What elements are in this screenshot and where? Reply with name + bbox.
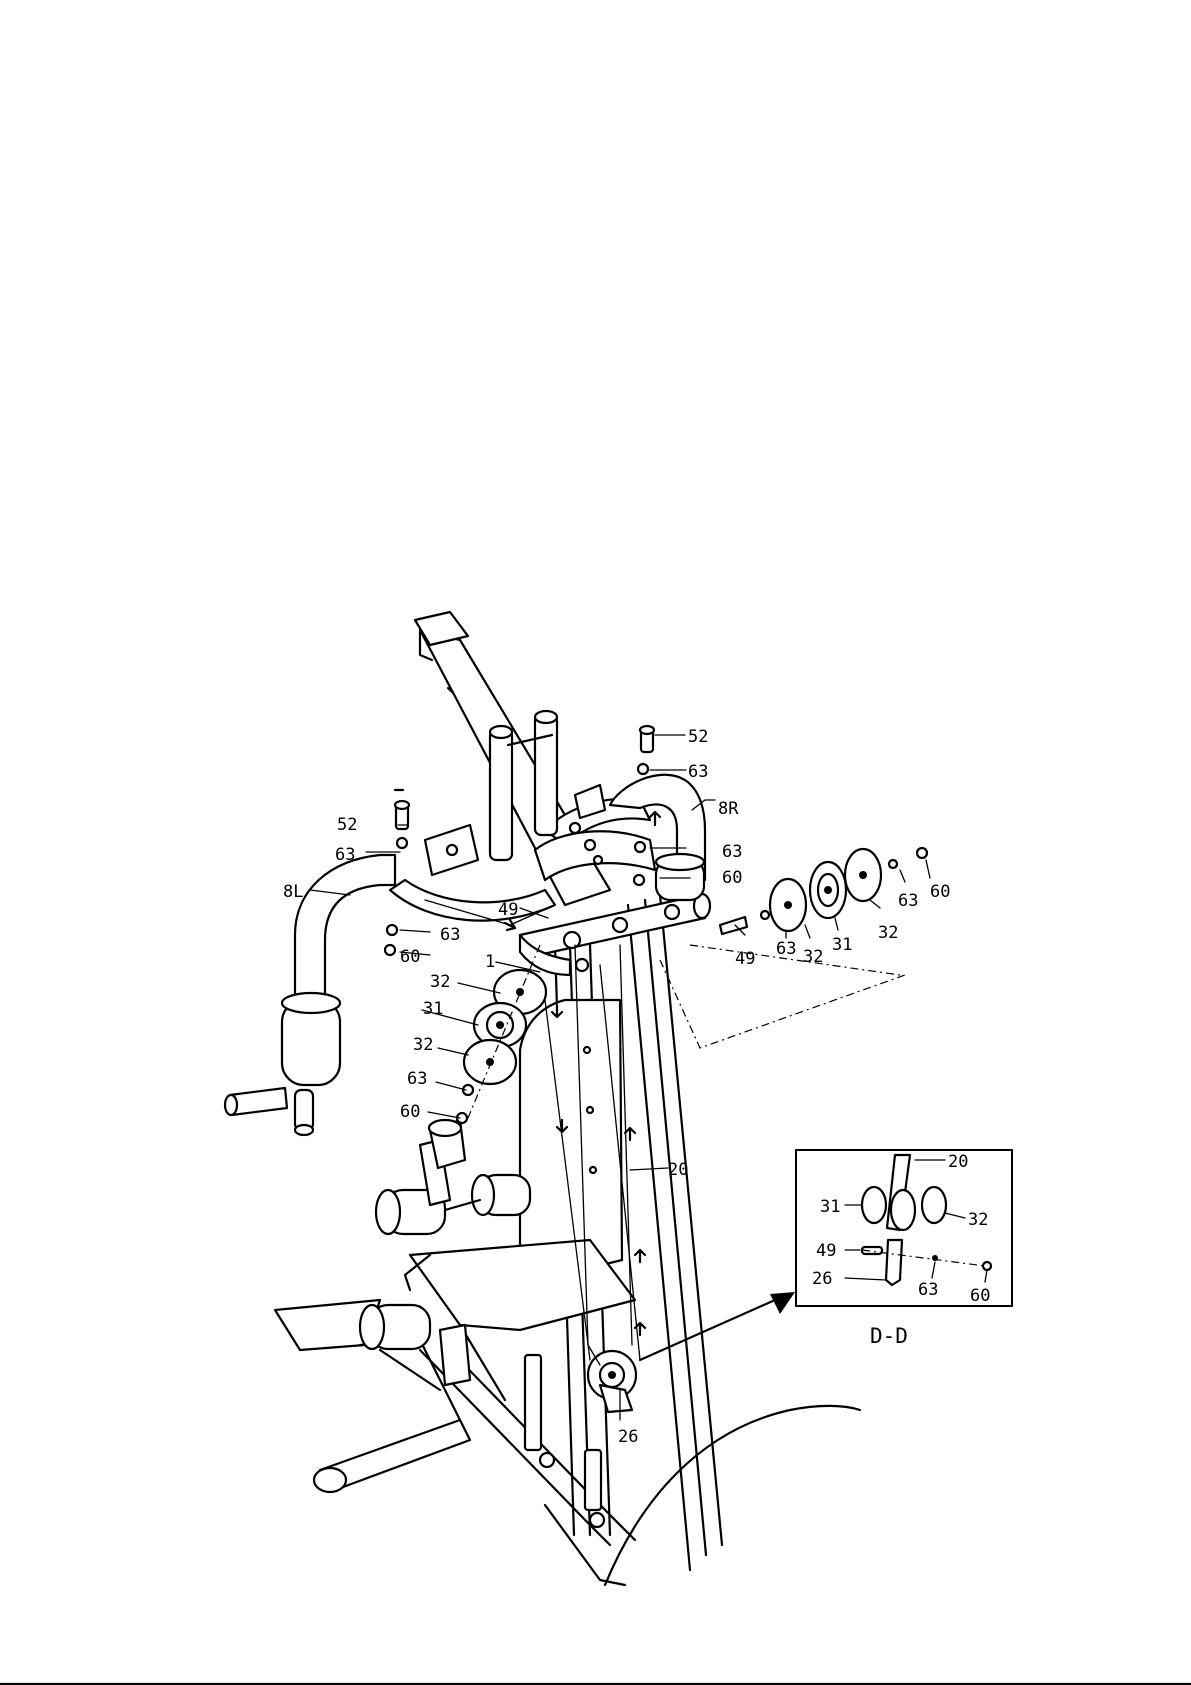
- label-63-left-bottom: 63: [407, 1069, 427, 1089]
- label-32-left-top: 32: [430, 972, 450, 992]
- label-20: 20: [668, 1160, 688, 1180]
- label-26: 26: [618, 1427, 638, 1447]
- label-63-right-top: 63: [688, 762, 708, 782]
- label-63-exp: 63: [776, 939, 796, 959]
- label-63-left-mid: 63: [440, 925, 460, 945]
- detail-label-20: 20: [948, 1152, 968, 1172]
- floor-outline: [605, 1406, 860, 1585]
- detail-label-49: 49: [816, 1241, 836, 1261]
- detail-label-26: 26: [812, 1269, 832, 1289]
- label-60-right: 60: [722, 868, 742, 888]
- label-52-right: 52: [688, 727, 708, 747]
- label-49-left: 49: [498, 900, 518, 920]
- label-49-right: 49: [735, 949, 755, 969]
- detail-view-dd: 20 31 32 49 26 63 60 D-D: [640, 1150, 1012, 1360]
- label-52-left: 52: [337, 815, 357, 835]
- detail-title: D-D: [870, 1324, 908, 1348]
- detail-label-31: 31: [820, 1197, 840, 1217]
- detail-label-63: 63: [918, 1280, 938, 1300]
- label-63-left-top: 63: [335, 845, 355, 865]
- left-press-arm: [225, 855, 395, 1135]
- label-32-left-bottom: 32: [413, 1035, 433, 1055]
- label-32-exp-a: 32: [803, 947, 823, 967]
- label-8l: 8L: [283, 882, 303, 902]
- label-60-exp: 60: [930, 882, 950, 902]
- label-1: 1: [485, 952, 495, 972]
- label-8r: 8R: [718, 799, 739, 819]
- label-60-left-top: 60: [400, 947, 420, 967]
- label-63-exp-b: 63: [898, 891, 918, 911]
- detail-label-32: 32: [968, 1210, 988, 1230]
- detail-pointer-line: [640, 1300, 775, 1360]
- label-60-left-bottom: 60: [400, 1102, 420, 1122]
- detail-pointer-arrowhead: [770, 1292, 795, 1314]
- label-31-left: 31: [423, 999, 443, 1019]
- label-63-right-mid: 63: [722, 842, 742, 862]
- label-32-exp-b: 32: [878, 923, 898, 943]
- label-31-exp: 31: [832, 935, 852, 955]
- detail-label-60: 60: [970, 1286, 990, 1306]
